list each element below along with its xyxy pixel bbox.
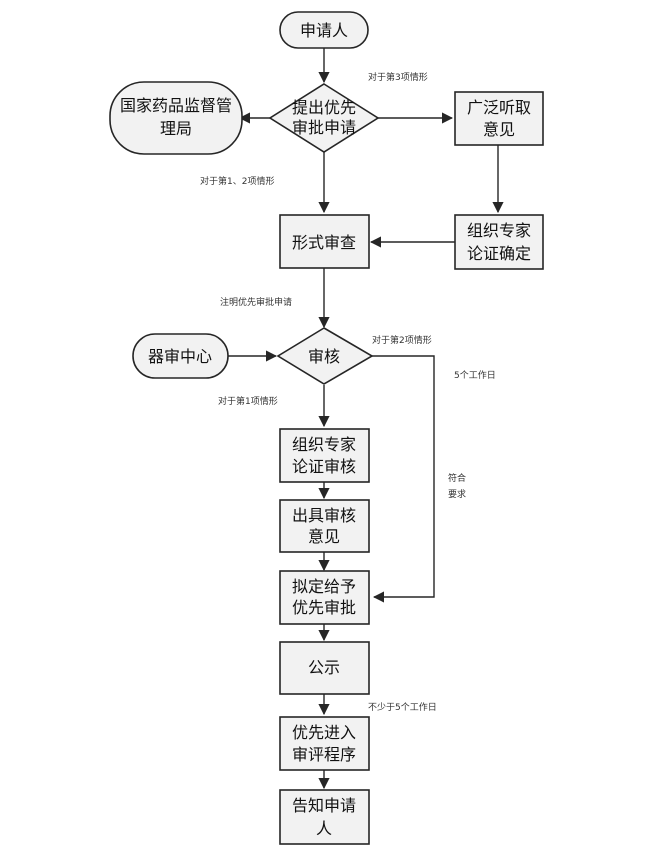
edge-notes: 对于第3项情形 对于第1、2项情形 注明优先审批申请 对于第2项情形 5个工作日… [200, 71, 496, 713]
note-five-workdays: 5个工作日 [454, 369, 496, 381]
publicize-box [279, 641, 370, 695]
note-min-five-workdays: 不少于5个工作日 [368, 701, 437, 713]
note-meets-line1: 符合 [448, 472, 466, 484]
notify-label-line2: 人 [316, 819, 332, 838]
submit-label-line2: 审批申请 [292, 118, 356, 137]
expert-review-label-line1: 组织专家 [292, 435, 356, 454]
applicant-start-terminal [279, 11, 369, 49]
shapes [109, 11, 544, 845]
note-mark-priority: 注明优先审批申请 [220, 296, 292, 308]
consult-box [454, 91, 544, 146]
priority-label-line2: 审评程序 [292, 745, 356, 764]
notify-box [279, 789, 370, 845]
notify-label-line1: 告知申请 [292, 796, 356, 815]
opinion-label-line1: 出具审核 [292, 506, 356, 525]
expert-review-box [279, 428, 370, 483]
expert-review-label-line2: 论证审核 [292, 457, 356, 476]
consult-label-line1: 广泛听取 [467, 98, 531, 117]
nmpa-label-line1: 国家药品监督管 [120, 96, 232, 115]
consult-label-line2: 意见 [483, 120, 515, 139]
publicize-label: 公示 [308, 658, 340, 677]
opinion-label-line2: 意见 [308, 527, 340, 546]
device-center-terminal [132, 333, 229, 379]
review-label: 审核 [308, 347, 340, 366]
priority-label-line1: 优先进入 [292, 723, 356, 742]
expert-confirm-label-line2: 论证确定 [467, 244, 531, 263]
formal-review-label: 形式审查 [292, 233, 356, 252]
review-decision [276, 327, 374, 385]
propose-label-line2: 优先审批 [292, 598, 356, 617]
opinion-box [279, 499, 370, 553]
connectors [228, 48, 504, 790]
nmpa-label-line2: 理局 [160, 119, 192, 138]
submit-decision [268, 83, 380, 153]
propose-label-line1: 拟定给予 [292, 577, 356, 596]
applicant-start-label: 申请人 [300, 21, 348, 40]
note-meets-line2: 要求 [448, 488, 466, 500]
expert-confirm-label-line1: 组织专家 [467, 221, 531, 240]
priority-box [279, 716, 370, 771]
expert-confirm-box [454, 214, 544, 270]
propose-box [279, 570, 370, 625]
node-labels: 申请人 国家药品监督管 理局 提出优先 审批申请 广泛听取 意见 组织专家 论证… [120, 21, 531, 838]
note-case-1: 对于第1项情形 [218, 395, 278, 407]
note-case-3: 对于第3项情形 [368, 71, 428, 83]
note-case-1-2: 对于第1、2项情形 [200, 175, 274, 187]
nmpa-terminal [109, 81, 243, 155]
formal-review-box [279, 214, 370, 269]
arrow-review-to-propose [372, 355, 435, 603]
note-case-2: 对于第2项情形 [372, 334, 432, 346]
submit-label-line1: 提出优先 [292, 98, 356, 117]
device-center-label: 器审中心 [148, 347, 212, 366]
